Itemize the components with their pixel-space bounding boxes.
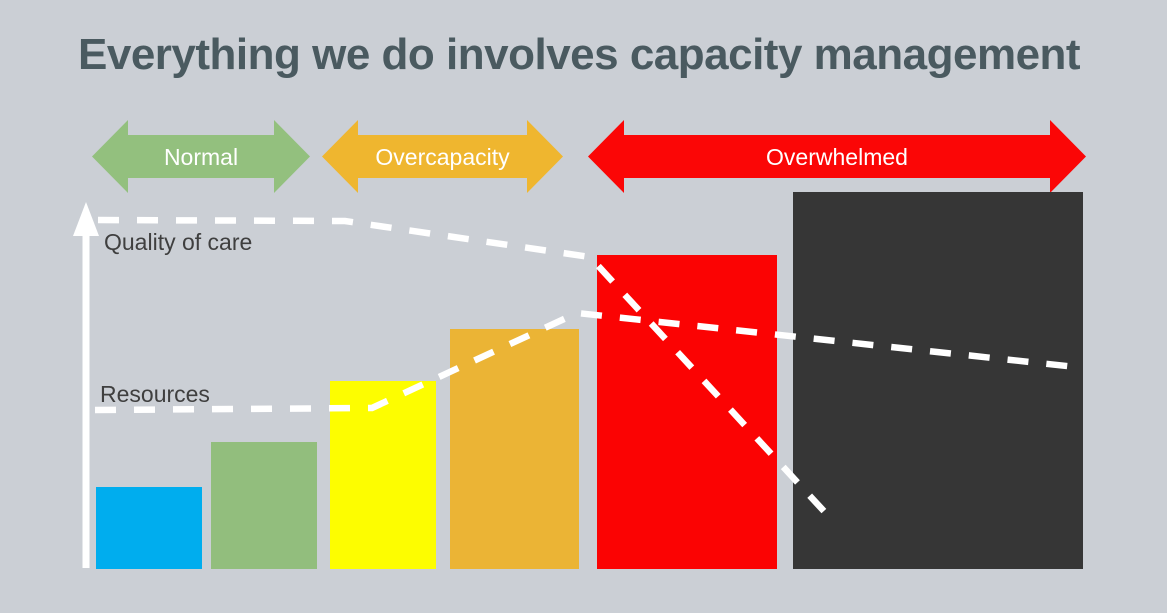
zone-arrow-overcapacity bbox=[322, 120, 563, 193]
quality-of-care-label: Quality of care bbox=[104, 229, 253, 255]
bar-overcapacity-1 bbox=[330, 381, 436, 569]
bar-overwhelmed-2 bbox=[793, 192, 1083, 569]
zone-label-overcapacity: Overcapacity bbox=[375, 144, 510, 170]
bar-normal-2 bbox=[211, 442, 317, 569]
zone-arrow-normal bbox=[92, 120, 310, 193]
zone-label-normal: Normal bbox=[163, 144, 239, 170]
zone-arrow-overwhelmed bbox=[588, 120, 1086, 193]
quality-of-care-line bbox=[97, 216, 836, 524]
y-axis-arrowhead-icon bbox=[73, 202, 99, 236]
bar-overwhelmed-1 bbox=[597, 255, 777, 569]
slide-title: Everything we do involves capacity manag… bbox=[78, 30, 1081, 79]
bar-overcapacity-2 bbox=[450, 329, 579, 569]
resources-label: Resources bbox=[100, 381, 210, 407]
zone-label-overwhelmed: Overwhelmed bbox=[766, 144, 908, 170]
resources-line bbox=[94, 309, 1086, 414]
bar-normal-1 bbox=[96, 487, 202, 569]
